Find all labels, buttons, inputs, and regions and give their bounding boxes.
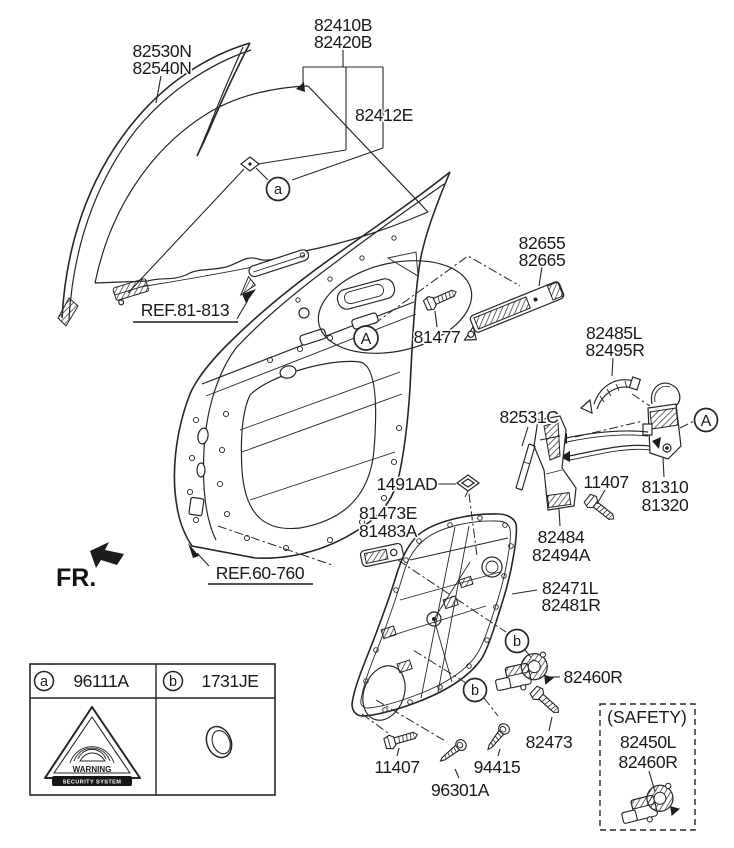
label-82484: 82484 (538, 527, 585, 547)
label-82460r-safety: 82460R (619, 752, 678, 772)
callout-A-latch-letter: A (701, 413, 712, 430)
ref-81-813-callout (133, 289, 256, 323)
label-96301a: 96301A (431, 780, 490, 800)
legend-value-a: 96111A (73, 671, 129, 691)
legend-key-a: a (40, 674, 49, 690)
label-fr: FR. (56, 564, 96, 592)
panel-rivets (363, 515, 514, 713)
callout-A-door-letter: A (361, 331, 372, 348)
label-82495r: 82495R (586, 340, 645, 360)
callout-A-latch: A (693, 407, 719, 433)
screw-96301a-icon (436, 736, 469, 766)
label-82485l: 82485L (586, 323, 643, 343)
callout-b-upper-letter: b (513, 634, 521, 650)
part-glass-run-channel (57, 42, 252, 327)
grommet-icon (205, 725, 233, 759)
bolt-82473-icon (528, 684, 564, 719)
label-82665: 82665 (519, 250, 566, 270)
screw-94415-icon (483, 721, 513, 754)
label-82412e: 82412E (355, 105, 413, 125)
door-holes (186, 235, 403, 552)
part-door-glass: a (94, 50, 429, 306)
callout-a-lower: a (265, 176, 291, 202)
part-door-latch (557, 382, 682, 462)
callout-A-door: A (353, 325, 379, 351)
label-82530n: 82530N (133, 41, 192, 61)
label-11407-mid: 11407 (583, 472, 628, 492)
label-81477: 81477 (414, 327, 461, 347)
label-82460r: 82460R (564, 667, 623, 687)
bolt-81477-icon (422, 284, 460, 313)
label-1491ad: 1491AD (377, 474, 438, 494)
label-ref-81-813: REF.81-813 (141, 300, 229, 320)
label-82481r: 82481R (542, 595, 601, 615)
callout-a-lower-letter: a (274, 182, 283, 198)
label-81483a: 81483A (359, 521, 418, 541)
security-warning-sticker: WARNING SECURITY SYSTEM (44, 706, 141, 786)
safety-motor-icon (616, 780, 683, 829)
label-82531c: 82531C (500, 407, 559, 427)
ref-60-760-callout (188, 543, 313, 585)
sticker-warning-text: WARNING (73, 765, 112, 774)
fr-direction-indicator (90, 542, 124, 568)
label-94415: 94415 (474, 757, 521, 777)
label-82471l: 82471L (542, 578, 599, 598)
part-belt-handle (239, 249, 310, 297)
labels-layer: 82530N 82540N 82410B 82420B 82412E REF.8… (56, 14, 691, 802)
label-safety: (SAFETY) (607, 707, 687, 727)
label-11407-bottom: 11407 (374, 757, 419, 777)
sticker-system-text: SECURITY SYSTEM (63, 780, 122, 786)
label-82410b: 82410B (314, 15, 372, 35)
part-out-handle (579, 376, 642, 415)
label-81320: 81320 (642, 495, 689, 515)
label-82450l: 82450L (620, 732, 677, 752)
legend-value-b: 1731JE (202, 671, 259, 691)
label-82655: 82655 (519, 233, 566, 253)
bolt-11407-bottom-icon (382, 727, 420, 751)
fr-arrow-icon (90, 542, 124, 568)
callout-b-upper: b (504, 628, 530, 654)
label-ref-60-760: REF.60-760 (216, 563, 305, 583)
label-82540n: 82540N (133, 58, 192, 78)
safety-option-box (599, 703, 696, 831)
part-channel-strip (515, 443, 536, 491)
label-81310: 81310 (642, 477, 689, 497)
callout-b-lower-letter: b (471, 683, 479, 699)
part-clip-1491ad (455, 474, 481, 498)
label-82473: 82473 (526, 732, 573, 752)
part-door-shell: A (173, 171, 473, 559)
part-regulator-panel (351, 513, 518, 721)
part-door-checker (359, 542, 405, 568)
motor-82460r-icon (490, 649, 556, 696)
part-handle-base (463, 281, 565, 341)
label-81473e: 81473E (359, 503, 417, 523)
legend-key-b: b (169, 674, 177, 690)
label-82420b: 82420B (314, 32, 372, 52)
legend-table: a 96111A b 1731JE WARNING SECURITY SYSTE… (29, 663, 276, 796)
part-latch-bracket (533, 415, 577, 511)
label-82494a: 82494A (532, 545, 591, 565)
callout-b-lower: b (462, 677, 488, 703)
